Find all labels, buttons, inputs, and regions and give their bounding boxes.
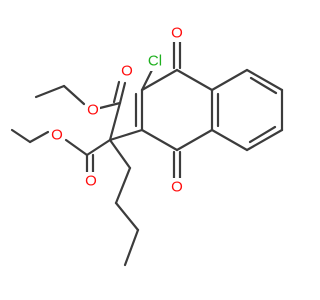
bond	[140, 128, 179, 152]
bond	[108, 128, 144, 142]
bond	[34, 84, 66, 99]
bond	[175, 128, 214, 152]
bond	[249, 76, 278, 95]
bond	[210, 128, 249, 152]
quinone-oxygen-bottom-label: O	[171, 179, 183, 196]
structure-canvas: Cl O O O O O O	[10, 24, 284, 267]
ester-carbonyl-oxygen-bottom-label: O	[85, 173, 97, 190]
bond	[118, 81, 127, 105]
bond	[245, 128, 284, 152]
ester-oxygen-bottom-label: O	[51, 127, 63, 144]
bond	[62, 84, 86, 106]
bond	[248, 125, 277, 144]
chlorine-atom-label: Cl	[148, 53, 162, 70]
ester-carbonyl-oxygen-top-label: O	[121, 63, 133, 80]
bond	[114, 201, 140, 232]
bond	[98, 101, 122, 110]
quinone-oxygen-top-label: O	[171, 25, 183, 42]
bond	[28, 130, 50, 144]
bond	[112, 80, 121, 104]
bond	[64, 138, 89, 157]
bond	[210, 68, 249, 92]
bond	[108, 101, 122, 142]
ester-oxygen-top-label: O	[87, 102, 99, 119]
bond	[245, 68, 284, 92]
bond	[114, 166, 132, 205]
molecule-structure: Cl O O O O O O	[10, 24, 284, 267]
bond	[108, 138, 132, 170]
bond	[85, 138, 112, 157]
bond	[123, 228, 140, 267]
bond	[175, 68, 214, 92]
bond	[140, 68, 179, 92]
bond	[10, 128, 32, 144]
